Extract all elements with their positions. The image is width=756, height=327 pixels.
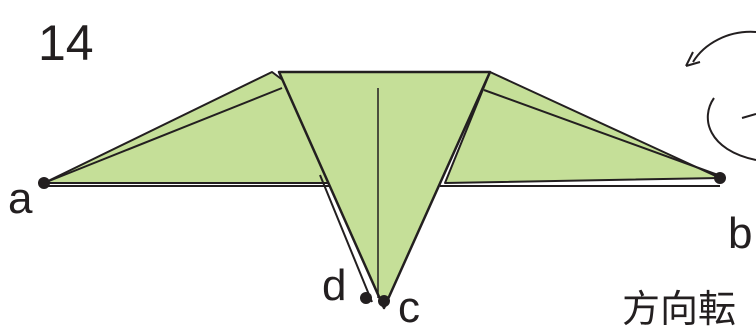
center-body xyxy=(277,70,492,310)
right-wing xyxy=(440,71,721,187)
point-c-label: c xyxy=(398,283,420,327)
caption: 方向転 xyxy=(622,287,736,327)
point-a-label: a xyxy=(8,174,33,223)
point-a-dot xyxy=(38,177,50,189)
point-c-dot xyxy=(378,295,390,307)
rotate-arrow-icon xyxy=(685,30,756,161)
point-d-label: d xyxy=(322,261,346,310)
step-number: 14 xyxy=(38,15,94,71)
point-b-label: b xyxy=(728,209,752,258)
point-d-dot xyxy=(360,292,372,304)
point-b-dot xyxy=(714,172,726,184)
